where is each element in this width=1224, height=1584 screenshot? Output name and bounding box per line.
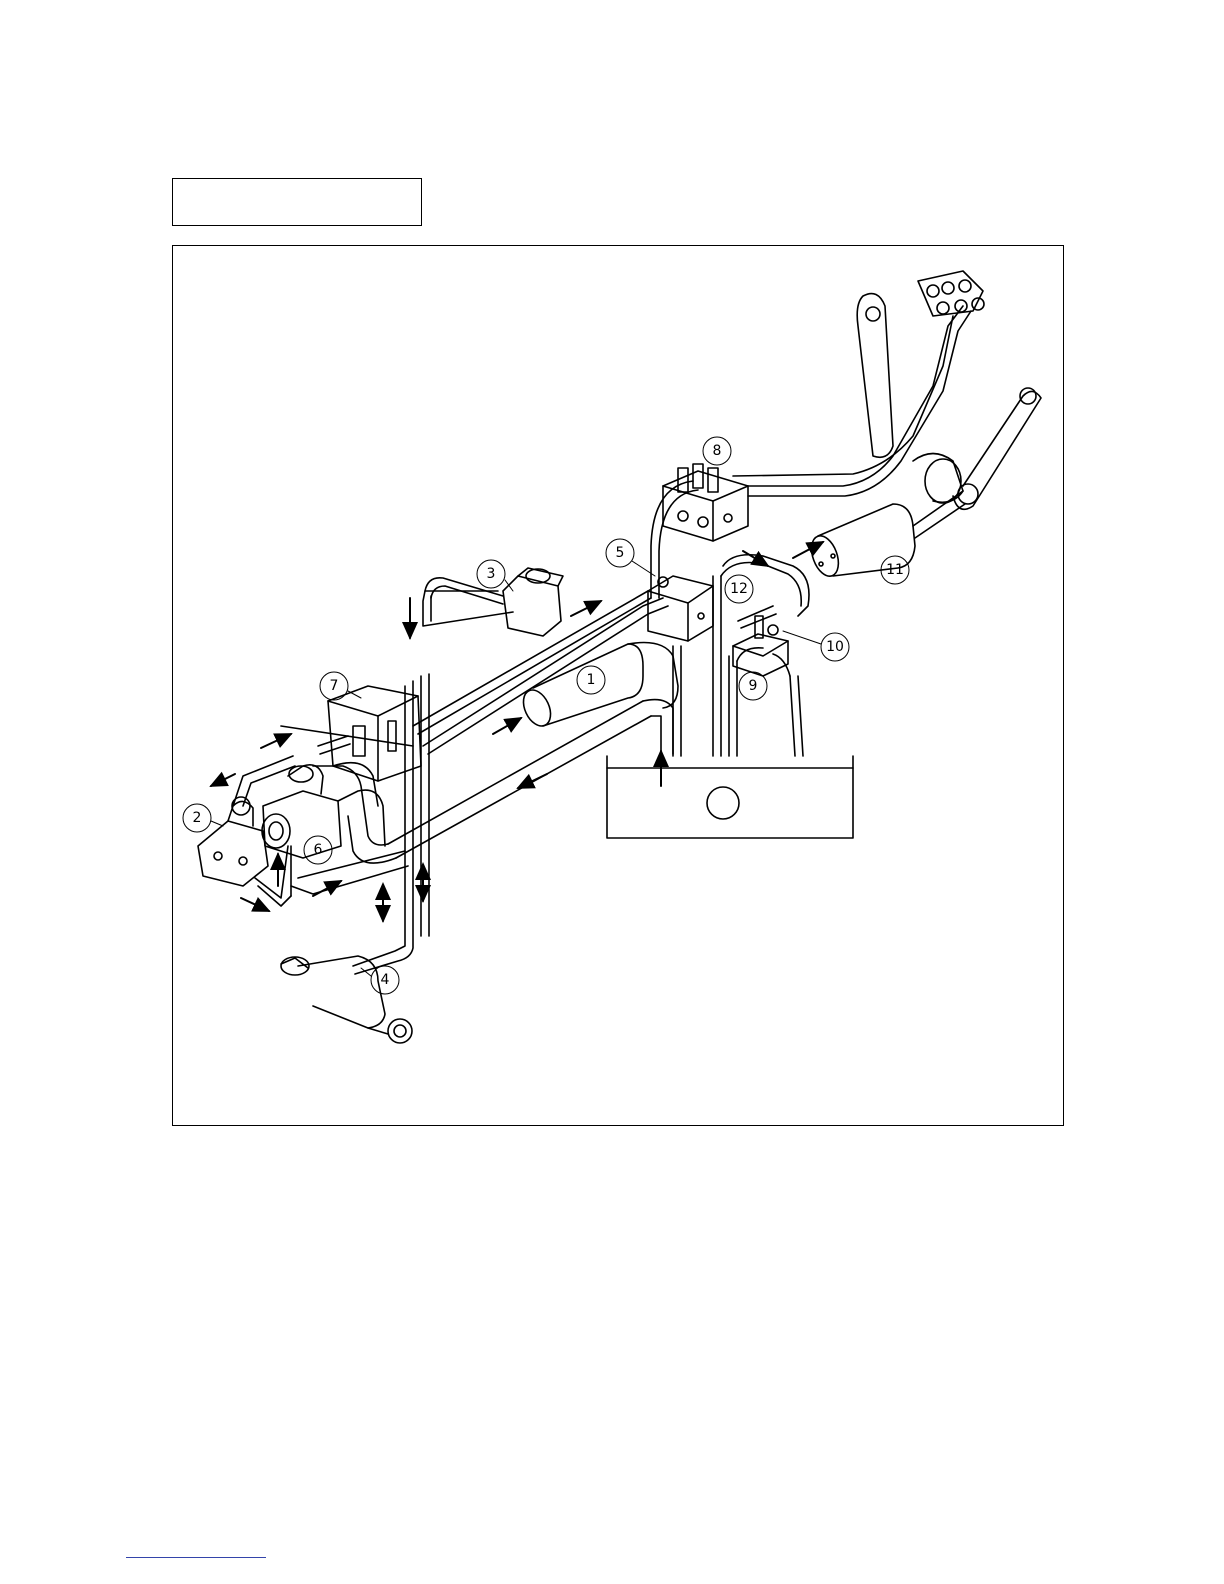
callout-12-label: 12 bbox=[730, 581, 748, 597]
callout-11-label: 11 bbox=[886, 562, 904, 578]
callout-7-label: 7 bbox=[330, 678, 339, 694]
footer-rule bbox=[126, 1557, 266, 1558]
callout-5-label: 5 bbox=[616, 545, 625, 561]
reservoir-tank bbox=[607, 756, 853, 838]
title-box-text bbox=[173, 179, 421, 203]
callout-3-label: 3 bbox=[487, 566, 496, 582]
pipe-network-upper bbox=[413, 481, 809, 756]
flow-arrows-directional bbox=[211, 542, 823, 911]
hydraulic-system-diagram: 1 2 3 4 5 6 7 8 9 10 11 12 bbox=[173, 246, 1065, 1127]
callout-4-label: 4 bbox=[381, 972, 390, 988]
callout-2-label: 2 bbox=[193, 810, 202, 826]
callout-10-label: 10 bbox=[826, 639, 844, 655]
callout-8-label: 8 bbox=[713, 443, 722, 459]
valve-block-5 bbox=[648, 576, 713, 641]
callout-6-label: 6 bbox=[314, 842, 323, 858]
valve-9-10 bbox=[733, 606, 788, 676]
cylinder-4 bbox=[281, 956, 412, 1043]
diagram-frame: 1 2 3 4 5 6 7 8 9 10 11 12 bbox=[172, 245, 1064, 1126]
callout-1-label: 1 bbox=[587, 672, 596, 688]
title-box bbox=[172, 178, 422, 226]
control-levers bbox=[733, 271, 1041, 509]
cylinder-lines-4 bbox=[353, 674, 429, 974]
flow-arrows-vertical bbox=[278, 598, 661, 921]
filter-1 bbox=[518, 643, 678, 731]
callout-9-label: 9 bbox=[749, 678, 758, 694]
